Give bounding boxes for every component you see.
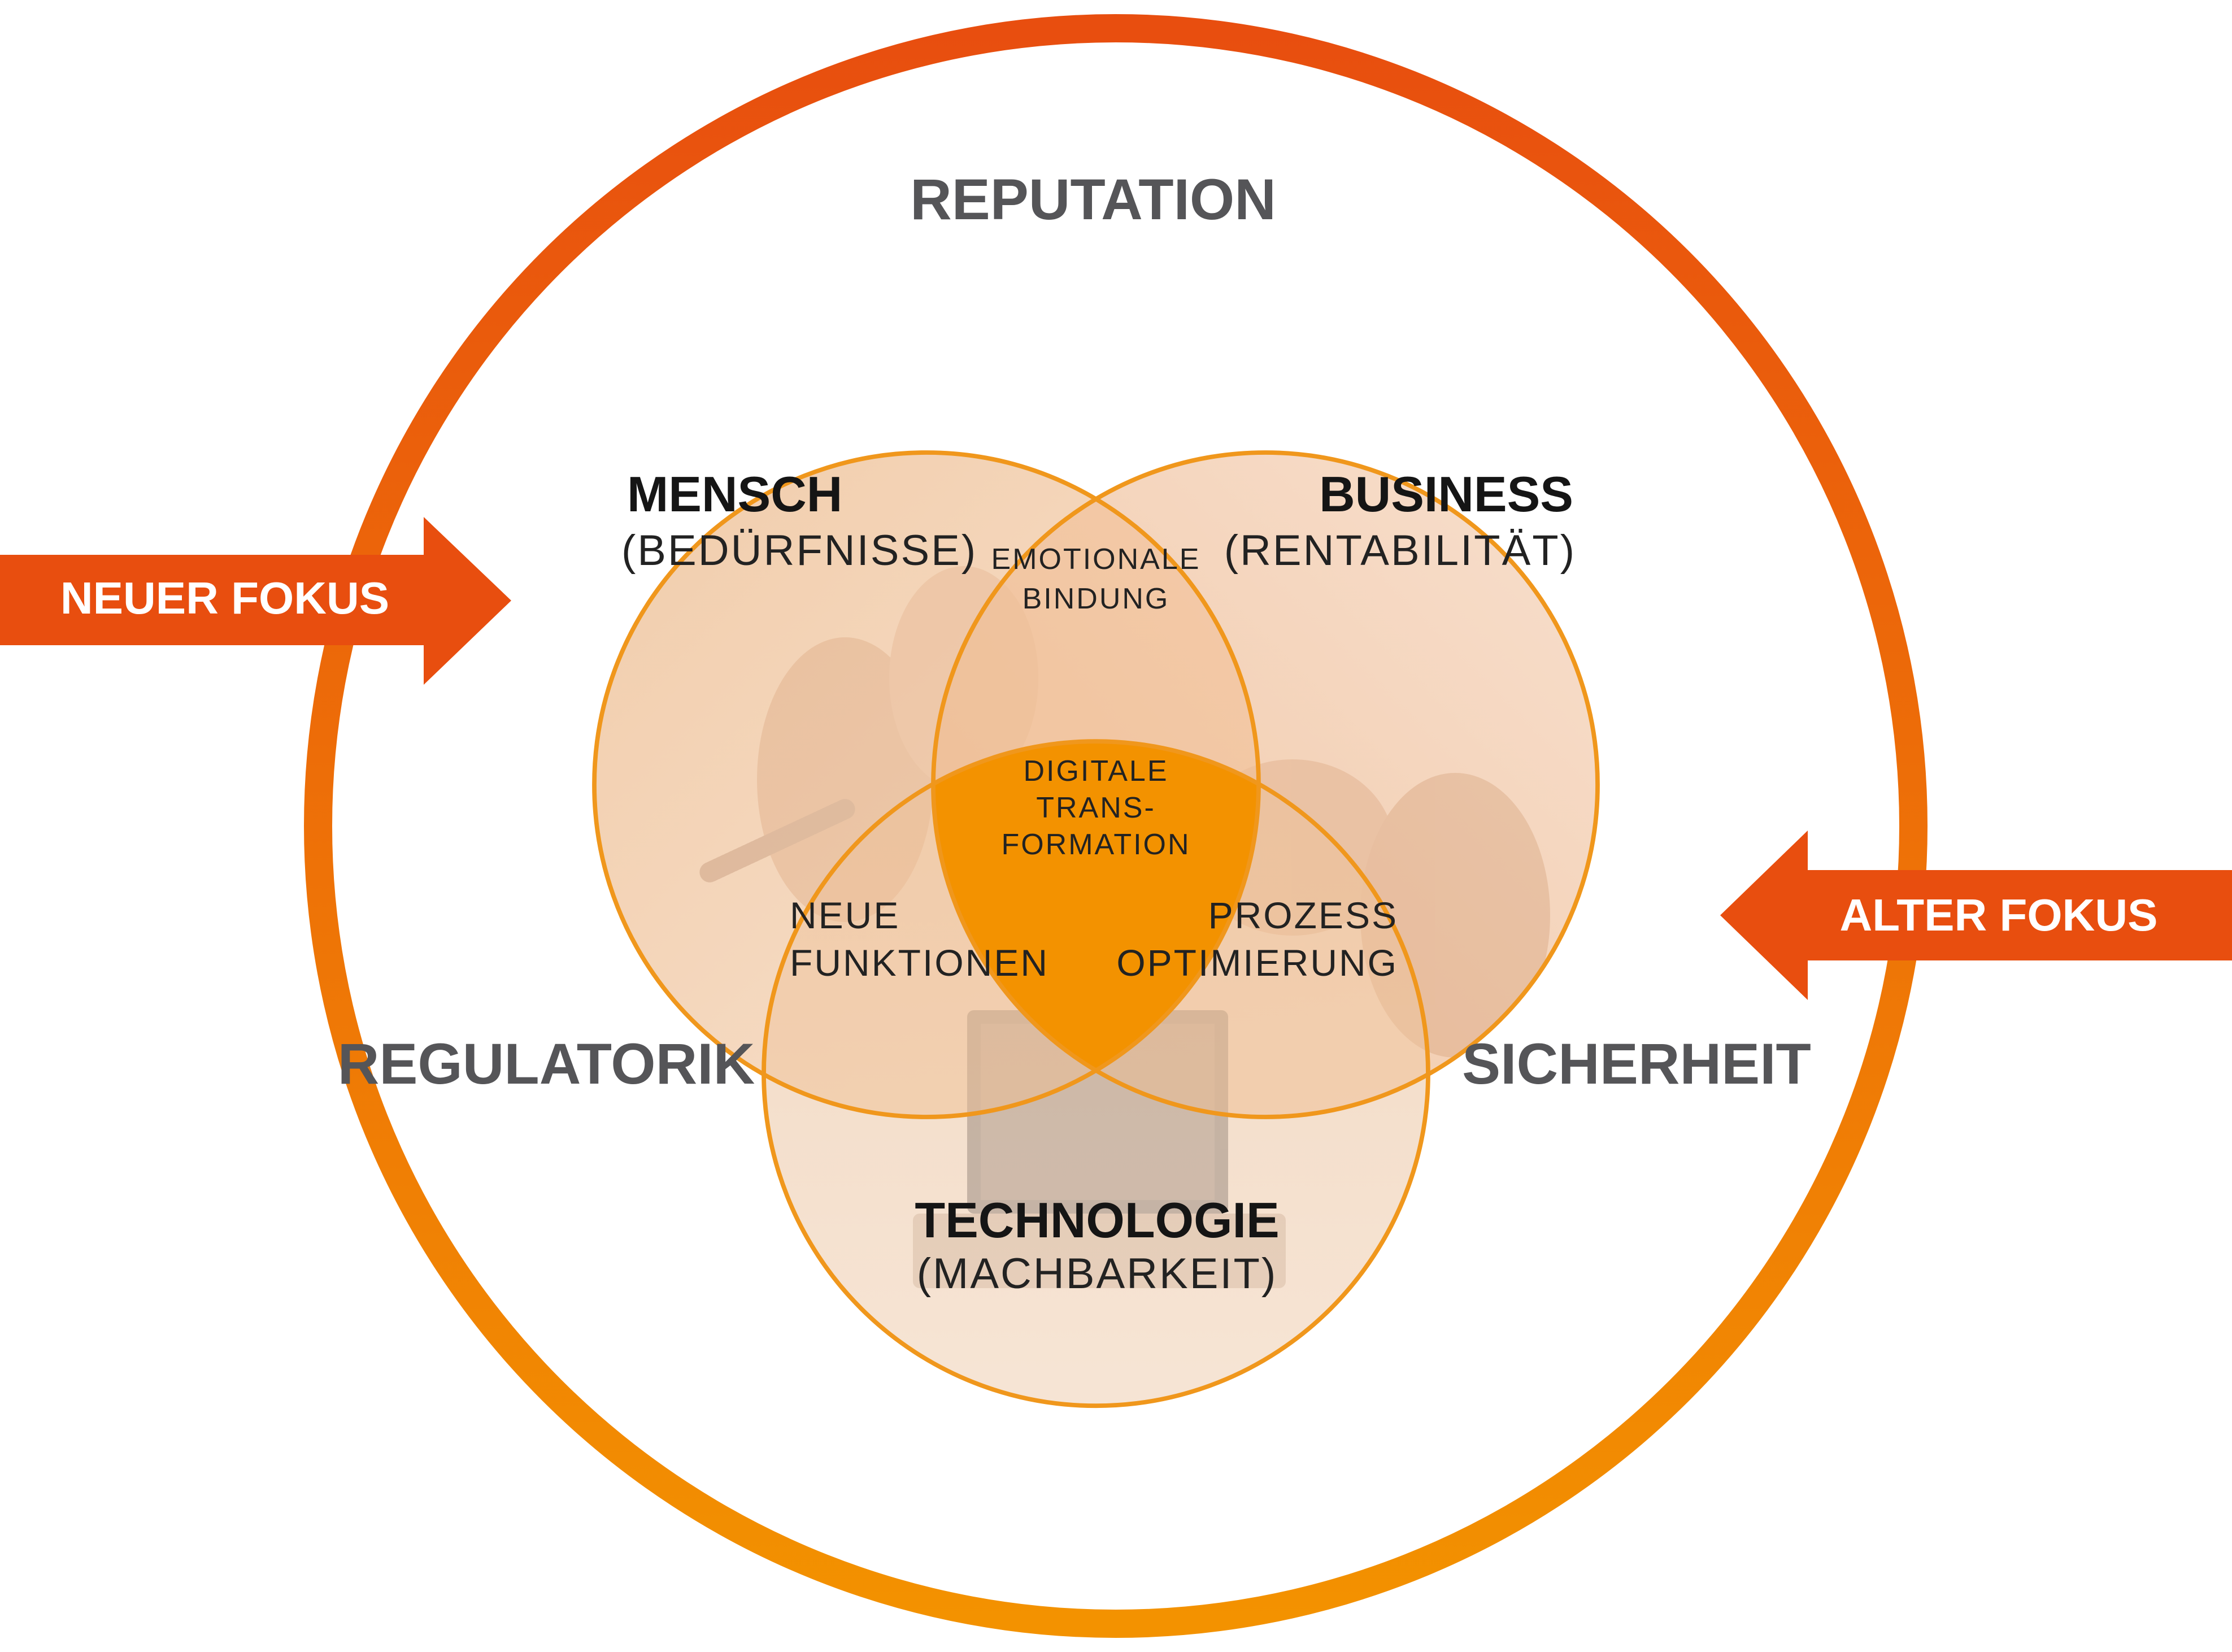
alter-fokus-arrow [1720, 831, 2232, 1000]
neue-funktionen-line2: FUNKTIONEN [790, 942, 1049, 984]
neue-funktionen-line1: NEUE [790, 894, 900, 936]
business-title: BUSINESS [1319, 466, 1573, 522]
digitale-transformation-line1: DIGITALE [1023, 755, 1168, 788]
technologie-subtitle: (MACHBARKEIT) [917, 1250, 1278, 1298]
prozess-optimierung-line1: PROZESS [1208, 894, 1398, 936]
digitale-transformation-line3: FORMATION [1001, 828, 1190, 861]
technologie-title: TECHNOLOGIE [915, 1192, 1279, 1248]
emotionale-bindung-line2: BINDUNG [1023, 582, 1170, 615]
technologie-circle [764, 741, 1428, 1406]
sicherheit-label: SICHERHEIT [1462, 1032, 1811, 1096]
venn-diagram [592, 450, 1600, 1408]
mensch-subtitle: (BEDÜRFNISSE) [621, 527, 977, 575]
business-subtitle: (RENTABILITÄT) [1224, 527, 1576, 575]
neuer-fokus-label: NEUER FOKUS [60, 573, 389, 623]
technologie-outline [762, 739, 1430, 1408]
prozess-optimierung-line2: OPTIMIERUNG [1116, 942, 1398, 984]
regulatorik-label: REGULATORIK [338, 1032, 755, 1096]
mensch-title: MENSCH [627, 466, 842, 522]
emotionale-bindung-line1: EMOTIONALE [991, 543, 1201, 576]
outer-ring [304, 14, 1928, 1638]
alter-fokus-label: ALTER FOKUS [1840, 890, 2158, 940]
neuer-fokus-arrow [0, 517, 511, 685]
digitale-transformation-line2: TRANS- [1036, 792, 1156, 824]
reputation-label: REPUTATION [910, 167, 1276, 232]
